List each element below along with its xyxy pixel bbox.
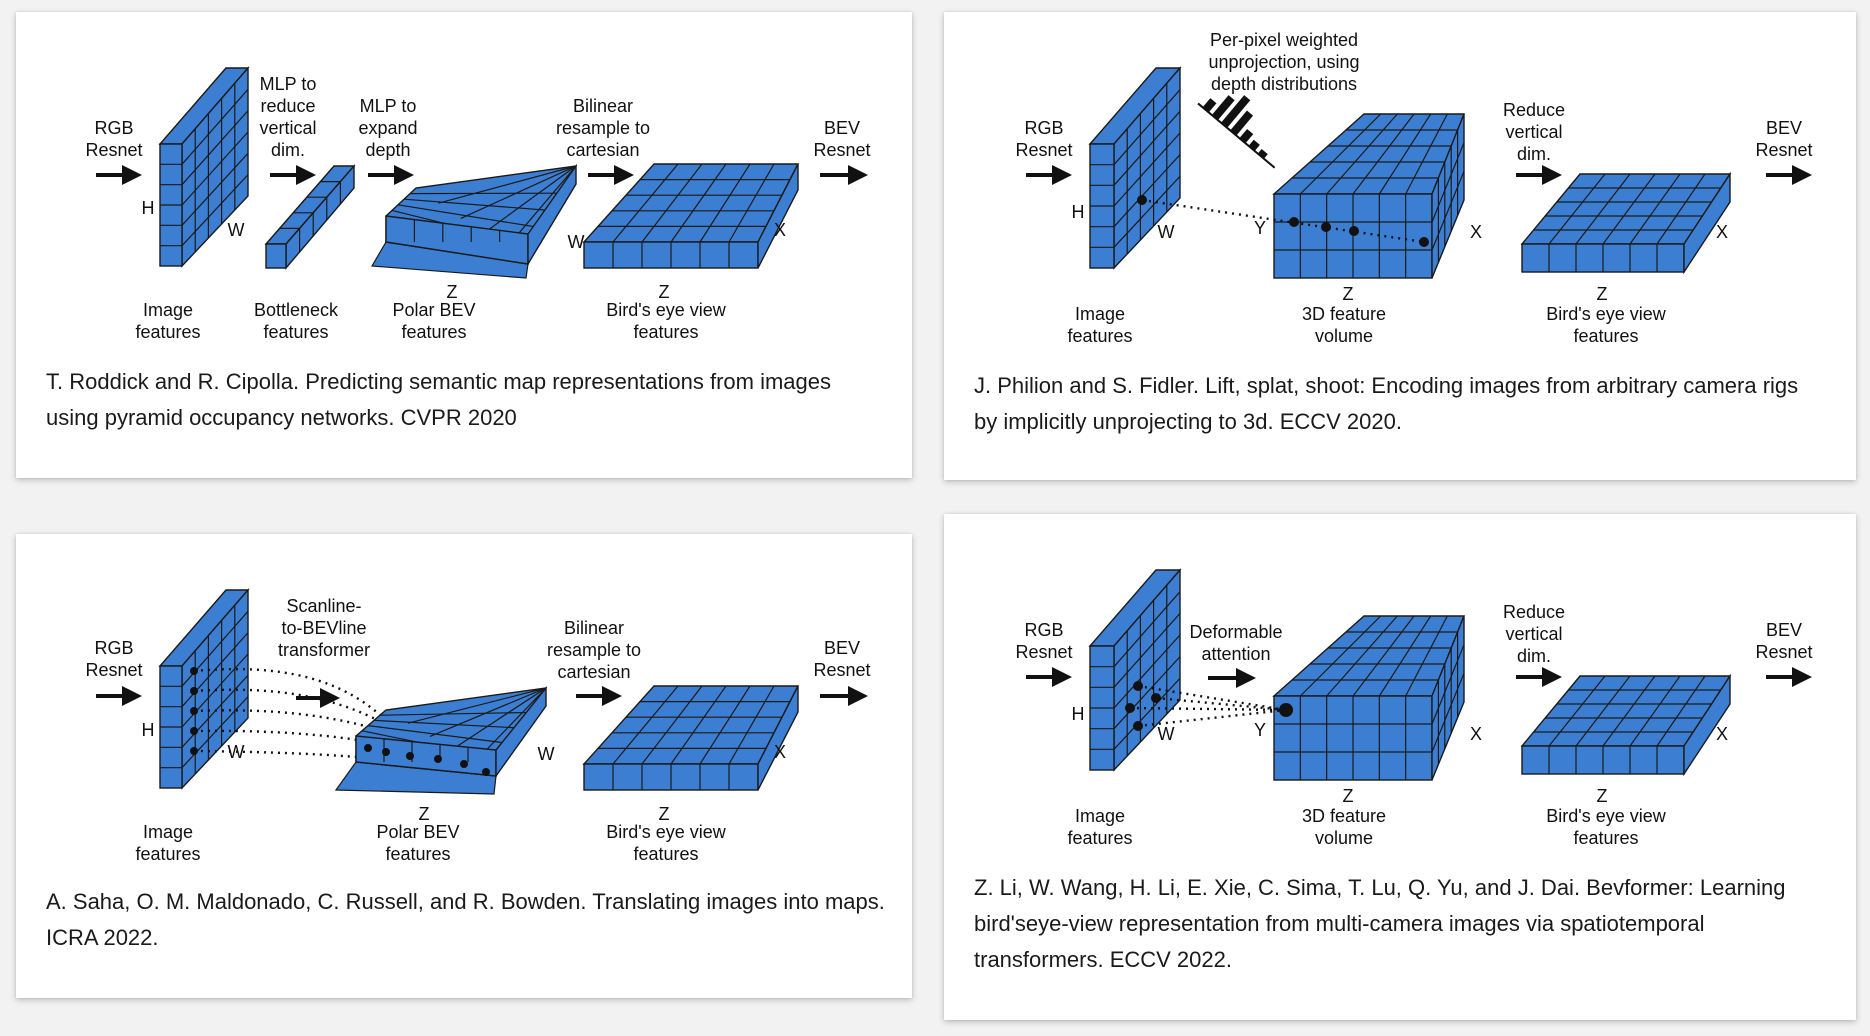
- citation: A. Saha, O. M. Maldonado, C. Russell, an…: [46, 889, 885, 950]
- citation: T. Roddick and R. Cipolla. Predicting se…: [46, 369, 832, 430]
- axis-label-z: Z: [447, 282, 458, 302]
- query-dot: [1279, 703, 1293, 717]
- axis-label-x: X: [1716, 222, 1728, 242]
- axis-label-z: Z: [1343, 284, 1354, 304]
- bev-features-block: [582, 163, 800, 269]
- axis-label-h: H: [1072, 202, 1085, 222]
- depth-distribution-icon: [1197, 95, 1276, 169]
- bottleneck-block: [264, 164, 356, 270]
- axis-label-y: Y: [1254, 218, 1266, 238]
- citation: J. Philion and S. Fidler. Lift, splat, s…: [974, 373, 1799, 434]
- axis-label-z: Z: [659, 282, 670, 302]
- axis-label-x: X: [1470, 222, 1482, 242]
- axis-label-z: Z: [1597, 786, 1608, 806]
- axis-label-z: Z: [1343, 786, 1354, 806]
- axis-label-h: H: [1072, 704, 1085, 724]
- bev-features-block: [1520, 673, 1732, 777]
- axis-label-h: H: [142, 198, 155, 218]
- axis-label-x: X: [774, 742, 786, 762]
- 3d-feature-volume-block: [1272, 113, 1466, 279]
- axis-label-h: H: [142, 720, 155, 740]
- axis-label-w: W: [228, 220, 245, 240]
- citation: Z. Li, W. Wang, H. Li, E. Xie, C. Sima, …: [974, 875, 1786, 972]
- axis-label-z: Z: [419, 804, 430, 824]
- 3d-feature-volume-block: [1272, 615, 1466, 781]
- axis-label-x: X: [1716, 724, 1728, 744]
- axis-label-w: W: [538, 744, 555, 764]
- polar-bev-block: [370, 163, 578, 279]
- image-features-block: [158, 66, 250, 268]
- bev-features-block: [582, 685, 800, 791]
- axis-label-w: W: [228, 742, 245, 762]
- attention-rays: [1125, 681, 1293, 731]
- bev-features-block: [1520, 171, 1732, 275]
- axis-label-x: X: [1470, 724, 1482, 744]
- polar-bev-block: [334, 686, 548, 795]
- axis-label-z: Z: [659, 804, 670, 824]
- axis-label-w: W: [1158, 724, 1175, 744]
- axis-label-x: X: [774, 220, 786, 240]
- image-features-block: [1088, 66, 1182, 270]
- pixel-dot: [1137, 195, 1147, 205]
- axis-label-z: Z: [1597, 284, 1608, 304]
- image-features-block: [1088, 568, 1182, 772]
- axis-label-w: W: [568, 232, 585, 252]
- axis-label-y: Y: [1254, 720, 1266, 740]
- axis-label-w: W: [1158, 222, 1175, 242]
